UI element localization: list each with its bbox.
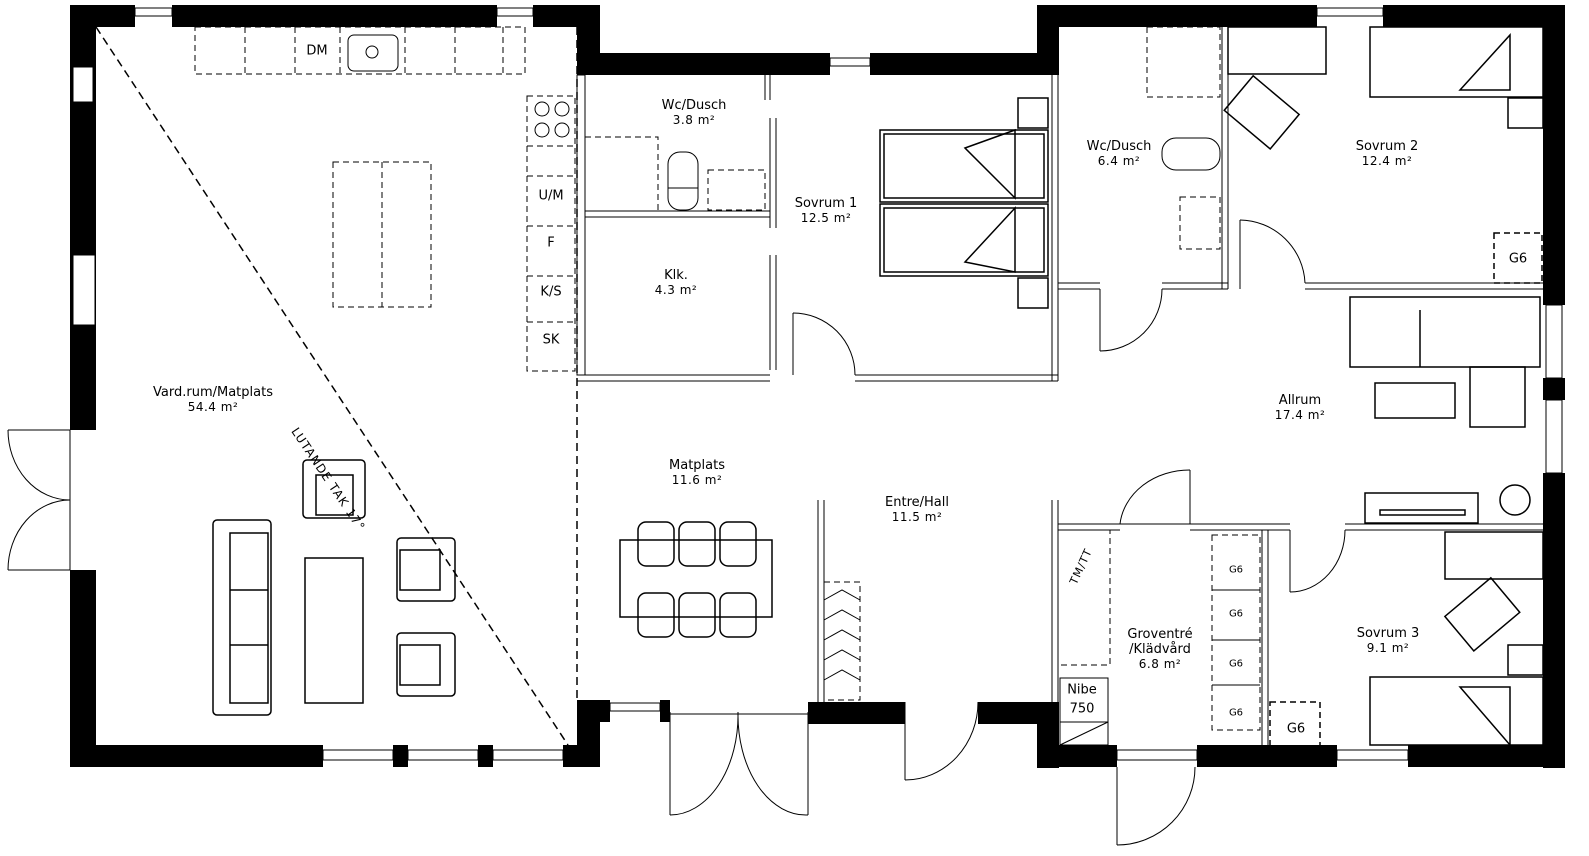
label-nibe: Nibe [1067,682,1097,698]
room-name-2: /Klädvård [1129,642,1191,657]
room-name: Allrum [1278,393,1322,408]
room-area: 12.4 m² [1361,154,1413,168]
room-label-wc1: Wc/Dusch 3.8 m² [662,98,727,128]
sloped-roof-line [95,26,569,746]
room-area: 6.8 m² [1138,657,1182,671]
label-g6-4: G6 [1228,707,1244,719]
room-name: Matplats [669,458,725,473]
room-label-groventre: Groventré /Klädvård 6.8 m² [1127,627,1192,672]
label-ks: K/S [540,284,562,300]
sovrum1-beds [879,97,1049,309]
label-g6-3: G6 [1228,658,1244,670]
room-name: Klk. [664,268,688,283]
wc1-fixtures [584,136,766,212]
sovrum3-furniture [1269,531,1544,750]
windows [72,7,1563,761]
room-name: Wc/Dusch [1086,139,1152,154]
interior-walls [576,27,1543,745]
room-label-klk: Klk. 4.3 m² [655,268,697,298]
room-label-sovrum2: Sovrum 2 12.4 m² [1356,139,1419,169]
sink-icon [347,34,399,72]
kitchen-cabinets [194,26,576,372]
exterior-walls [70,5,1565,768]
room-name: Wc/Dusch [661,98,727,113]
room-area: 11.5 m² [891,510,943,524]
room-area: 12.5 m² [800,211,852,225]
room-name: Sovrum 2 [1355,139,1419,154]
label-sk: SK [542,332,560,348]
label-dm: DM [306,43,328,59]
patio-door [7,429,71,571]
room-label-vardrum: Vard.rum/Matplats 54.4 m² [153,385,273,415]
room-area: 3.8 m² [672,113,716,127]
room-area: 6.4 m² [1097,154,1141,168]
label-f: F [547,235,555,251]
room-area: 54.4 m² [187,400,239,414]
room-area: 11.6 m² [671,473,723,487]
room-name: Entre/Hall [885,495,949,510]
door-swings [669,219,1346,846]
room-name: Sovrum 1 [794,196,858,211]
label-g6-sovrum2: G6 [1508,251,1528,267]
room-area: 17.4 m² [1274,408,1326,422]
room-label-entre: Entre/Hall 11.5 m² [885,495,949,525]
label-um: U/M [538,188,564,204]
living-furniture [212,459,456,716]
room-name: Groventré [1127,627,1193,642]
label-g6-2: G6 [1228,608,1244,620]
wc2-fixtures [1146,26,1221,250]
room-label-sovrum3: Sovrum 3 9.1 m² [1357,626,1420,656]
label-nibe-model: 750 [1069,701,1095,717]
dining-table [619,521,773,638]
room-name: Vard.rum/Matplats [153,385,273,400]
groventre-fixtures [1057,529,1261,746]
allrum-furniture [1349,296,1541,524]
room-label-wc2: Wc/Dusch 6.4 m² [1087,139,1152,169]
room-label-allrum: Allrum 17.4 m² [1275,393,1326,423]
shoe-rack [823,581,861,701]
label-g6-1: G6 [1228,564,1244,576]
room-label-matplats: Matplats 11.6 m² [669,458,725,488]
label-g6-sovrum3: G6 [1286,721,1306,737]
room-area: 9.1 m² [1366,641,1410,655]
room-name: Sovrum 3 [1356,626,1420,641]
stove-icon [534,101,570,138]
room-area: 4.3 m² [654,283,698,297]
sovrum2-furniture [1223,26,1544,284]
room-label-sovrum1: Sovrum 1 12.5 m² [795,196,858,226]
